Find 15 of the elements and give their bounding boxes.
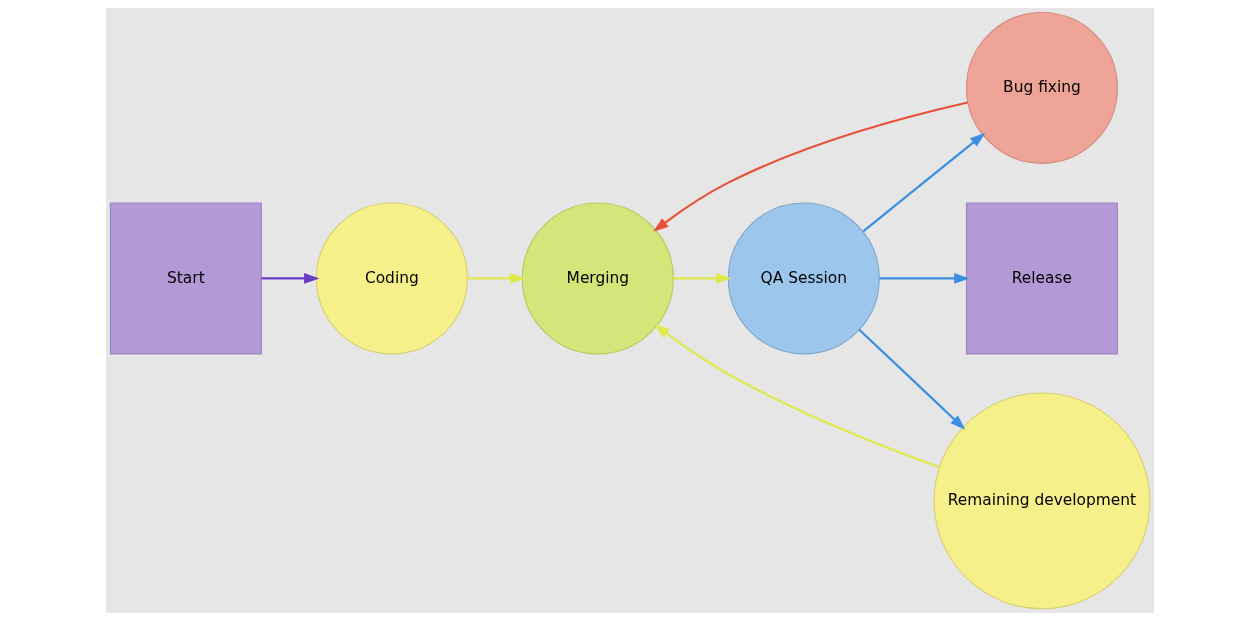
node-circle: Coding [315,202,468,355]
arrow [652,101,968,232]
node-circle: Bug fixing [965,11,1118,164]
node-circle: Merging [521,202,674,355]
arrow [466,273,525,284]
arrow [672,273,731,284]
arrow [653,324,940,469]
arrow [858,328,965,430]
node-circle: Remaining development [933,392,1150,610]
node-box: Release [965,202,1118,355]
node-box: Start [109,202,262,355]
arrow [879,273,970,284]
arrow [862,132,985,233]
arrow [260,273,319,284]
node-circle: QA Session [727,202,880,355]
